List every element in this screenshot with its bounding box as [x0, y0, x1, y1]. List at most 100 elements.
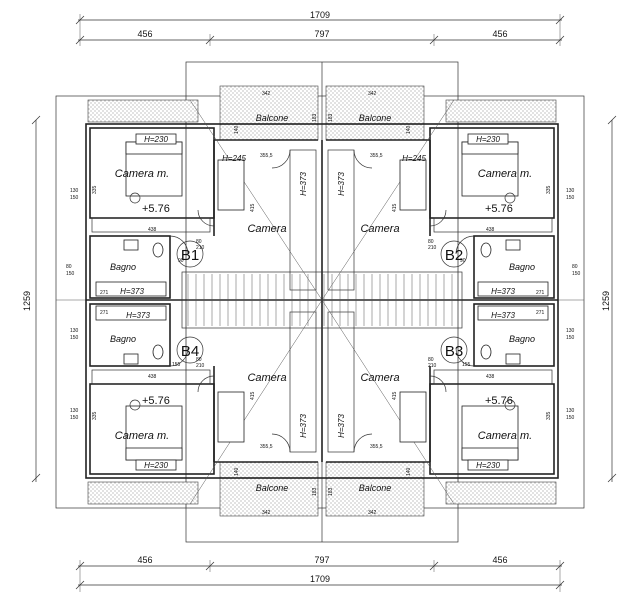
toilet-b1: [152, 242, 164, 258]
dim-335-br: 335: [546, 411, 552, 420]
dim-right-segment-top: 456: [492, 29, 507, 39]
unit-badges: B1 B2 B3 B4: [176, 240, 468, 364]
balcony-top-right: [325, 85, 425, 141]
dim-150-l4: 150: [66, 271, 75, 277]
balcony-bottom-right: [325, 461, 425, 517]
dim-130-r2: 130: [566, 328, 575, 334]
room-label-bedroom-tr: Camera: [360, 223, 399, 235]
dim-355-tl: 355,5: [260, 153, 273, 159]
dim-155-l: 155: [172, 362, 181, 368]
bathtub-b3: [477, 305, 549, 321]
unit-label-b3: B3: [445, 343, 463, 360]
height-373-b3: H=373: [491, 311, 515, 320]
dim-210-d4: 210: [428, 363, 437, 369]
single-bed-tr: [399, 159, 427, 211]
single-bed-br: [399, 391, 427, 443]
room-label-balcony-tr: Balcone: [359, 113, 392, 123]
dim-80-r1: 80: [572, 264, 578, 270]
height-373-wardrobe-bl: H=373: [299, 414, 308, 438]
dim-150-l2: 150: [70, 335, 79, 341]
sink-b4: [123, 353, 139, 365]
dim-335-bl: 335: [92, 411, 98, 420]
dim-271-b4: 271: [100, 310, 109, 316]
dim-210-d1: 210: [196, 245, 205, 251]
dim-80-d1: 80: [196, 239, 202, 245]
room-label-master-tr: Camera m.: [478, 168, 532, 180]
dim-150-r3: 150: [566, 415, 575, 421]
elevation-br: +5.76: [485, 395, 513, 407]
dim-130-l2: 130: [70, 328, 79, 334]
beds: [125, 141, 519, 461]
dim-90-l: 90: [178, 258, 184, 264]
elevation-tl: +5.76: [142, 203, 170, 215]
dim-depth-left: 1259: [22, 291, 32, 311]
dim-342-br: 342: [368, 510, 377, 516]
dim-80-d3: 80: [196, 357, 202, 363]
room-label-balcony-bl: Balcone: [256, 483, 289, 493]
height-373-wardrobe-br: H=373: [337, 414, 346, 438]
dim-342-tr: 342: [368, 91, 377, 97]
elevation-tr: +5.76: [485, 203, 513, 215]
bath-fixtures: [95, 239, 549, 365]
elevation-bl: +5.76: [142, 395, 170, 407]
dim-335-tr: 335: [546, 185, 552, 194]
dim-right-segment-bottom: 456: [492, 555, 507, 565]
room-label-bath-b2: Bagno: [509, 262, 535, 272]
room-label-bedroom-tl: Camera: [247, 223, 286, 235]
dim-415-bl: 415: [250, 391, 256, 400]
dim-150-r4: 150: [572, 271, 581, 277]
dim-80-d2: 80: [428, 239, 434, 245]
height-373-b4: H=373: [126, 311, 150, 320]
dim-271-b2: 271: [536, 290, 545, 296]
room-label-bedroom-br: Camera: [360, 372, 399, 384]
height-245-right: H=245: [402, 154, 426, 163]
height-230-bl: H=230: [144, 461, 168, 470]
dim-130-l1: 130: [70, 188, 79, 194]
dim-355-br: 355,5: [370, 444, 383, 450]
sink-b3: [505, 353, 521, 365]
toilet-b3: [480, 344, 492, 360]
toilet-b2: [480, 242, 492, 258]
dim-415-tr: 415: [392, 203, 398, 212]
dim-183-bl: 183: [312, 487, 318, 496]
room-label-master-tl: Camera m.: [115, 168, 169, 180]
dim-130-l3: 130: [70, 408, 79, 414]
wardrobes: [91, 149, 553, 453]
bathtub-b1: [95, 281, 167, 297]
dim-140-tl: 140: [234, 125, 240, 134]
room-label-master-br: Camera m.: [478, 430, 532, 442]
terraces: [87, 85, 557, 517]
height-230-tl: H=230: [144, 135, 168, 144]
height-373-wardrobe-tr: H=373: [337, 172, 346, 196]
single-bed-bl: [217, 391, 245, 443]
height-373-wardrobe-tl: H=373: [299, 172, 308, 196]
dim-left-segment-top: 456: [137, 29, 152, 39]
dim-183-tl: 183: [312, 113, 318, 122]
dim-left-segment-bottom: 456: [137, 555, 152, 565]
balcony-top-left: [219, 85, 319, 141]
dim-271-b1: 271: [100, 290, 109, 296]
height-230-br: H=230: [476, 461, 500, 470]
dim-438-tl: 438: [148, 227, 157, 233]
height-230-tr: H=230: [476, 135, 500, 144]
unit-label-b1: B1: [181, 247, 199, 264]
dim-155-r: 155: [462, 362, 471, 368]
dim-342-bl: 342: [262, 510, 271, 516]
dim-438-tr: 438: [486, 227, 495, 233]
dim-415-tl: 415: [250, 203, 256, 212]
dim-150-r2: 150: [566, 335, 575, 341]
dim-130-r3: 130: [566, 408, 575, 414]
toilet-b4: [152, 344, 164, 360]
bottom-dimension-chain: 456 797 456 1709: [75, 555, 565, 592]
dim-355-bl: 355,5: [260, 444, 273, 450]
room-label-bath-b1: Bagno: [110, 262, 136, 272]
dim-415-br: 415: [392, 391, 398, 400]
dim-271-b3: 271: [536, 310, 545, 316]
top-dimension-chain: 1709 456 797 456: [75, 10, 565, 46]
room-label-balcony-br: Balcone: [359, 483, 392, 493]
dim-210-d2: 210: [428, 245, 437, 251]
sink-b1: [123, 239, 139, 251]
left-dimension: 1259: [22, 115, 41, 483]
dim-150-l3: 150: [70, 415, 79, 421]
